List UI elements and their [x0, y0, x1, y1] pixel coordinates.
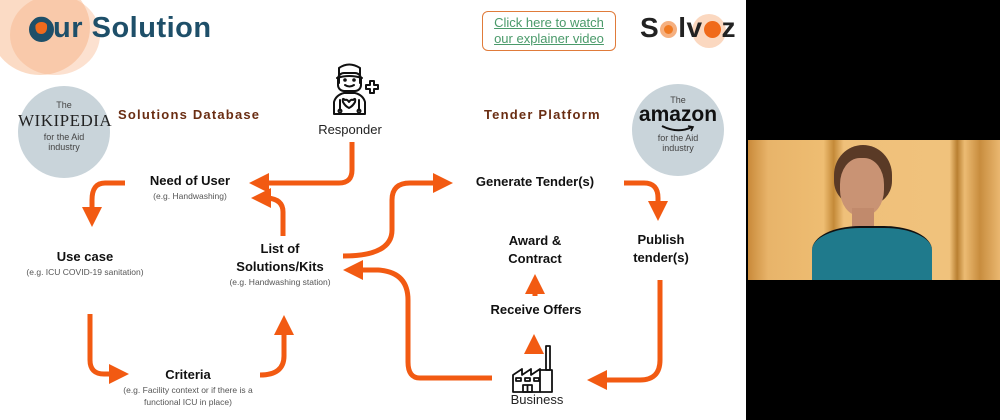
video-link-line1[interactable]: Click here to watch	[494, 15, 604, 30]
amazon-badge: The amazon for the Aid industry	[632, 84, 724, 176]
arrow-business-to-list	[343, 260, 492, 381]
node-title: List of	[260, 241, 300, 256]
wikipedia-logo-text: WIKIPEDIA	[18, 111, 113, 130]
wikipedia-badge: The WIKIPEDIA for the Aid industry	[18, 86, 113, 178]
title-accent-dot	[29, 17, 54, 42]
logo-text-s: S	[640, 12, 660, 43]
node-example: functional ICU in place)	[144, 397, 232, 407]
badge-the: The	[56, 100, 72, 110]
section-solutions-database: Solutions Database	[118, 107, 261, 122]
presenter-neck	[852, 208, 874, 230]
node-title: Criteria	[165, 367, 211, 382]
node-title: Use case	[56, 249, 114, 264]
node-generate-tenders: Generate Tender(s)	[460, 173, 610, 191]
node-title: Contract	[508, 251, 562, 266]
arrow-generate-to-publish	[624, 180, 668, 221]
node-example: (e.g. Facility context or if there is a	[123, 385, 253, 395]
logo-dot-icon	[660, 21, 678, 38]
badge-line2: industry	[662, 143, 694, 153]
factory-icon	[512, 345, 553, 393]
node-example: (e.g. Handwashing)	[153, 191, 227, 201]
arrow-list-to-need	[251, 188, 286, 236]
video-link-line2[interactable]: our explainer video	[494, 31, 604, 46]
business-label: Business	[510, 392, 564, 407]
section-tender-platform: Tender Platform	[484, 107, 601, 122]
node-title: Need of User	[149, 173, 231, 188]
webcam-video-feed[interactable]	[748, 140, 1000, 280]
responder-icon	[333, 63, 379, 115]
node-list-of-solutions: List of Solutions/Kits (e.g. Handwashing…	[210, 240, 350, 288]
badge-line2: industry	[48, 142, 80, 152]
responder-label: Responder	[318, 122, 382, 137]
node-title: Publish	[637, 232, 685, 247]
logo-text-z: z	[721, 12, 737, 43]
logo-text-lv: lv	[678, 12, 703, 43]
badge-the: The	[670, 95, 686, 105]
node-receive-offers: Receive Offers	[476, 301, 596, 319]
explainer-video-link[interactable]: Click here to watch our explainer video	[482, 11, 616, 51]
node-use-case: Use case (e.g. ICU COVID-19 sanitation)	[10, 248, 160, 278]
badge-line1: for the Aid	[43, 132, 85, 142]
logo-dot-icon	[703, 21, 721, 38]
node-example: (e.g. Handwashing station)	[229, 277, 331, 287]
node-title: Generate Tender(s)	[475, 174, 595, 189]
amazon-logo-text: amazon	[638, 103, 718, 126]
video-panel	[746, 0, 1000, 420]
slide-title: Our Solution	[30, 12, 212, 44]
node-title: tender(s)	[633, 250, 689, 265]
node-need-of-user: Need of User (e.g. Handwashing)	[120, 172, 260, 202]
node-publish-tenders: Publish tender(s)	[620, 231, 702, 267]
presentation-slide: Our Solution Click here to watch our exp…	[0, 0, 746, 420]
arrow-responder-to-need	[249, 142, 355, 193]
decorative-circle	[10, 0, 100, 75]
node-title: Receive Offers	[490, 302, 582, 317]
node-title: Award &	[508, 233, 562, 248]
node-example: (e.g. ICU COVID-19 sanitation)	[26, 267, 144, 277]
node-award-contract: Award & Contract	[494, 232, 576, 268]
amazon-smile-icon	[661, 125, 695, 132]
flow-arrows	[82, 142, 668, 390]
presenter-shirt	[812, 226, 932, 280]
node-title: Solutions/Kits	[236, 259, 324, 274]
badge-line1: for the Aid	[657, 133, 699, 143]
arrow-usecase-to-criteria	[87, 314, 129, 384]
node-criteria: Criteria (e.g. Facility context or if th…	[100, 366, 276, 408]
presenter-face	[840, 158, 884, 216]
arrow-list-to-generate	[342, 173, 453, 259]
arrow-publish-to-business	[587, 280, 663, 390]
